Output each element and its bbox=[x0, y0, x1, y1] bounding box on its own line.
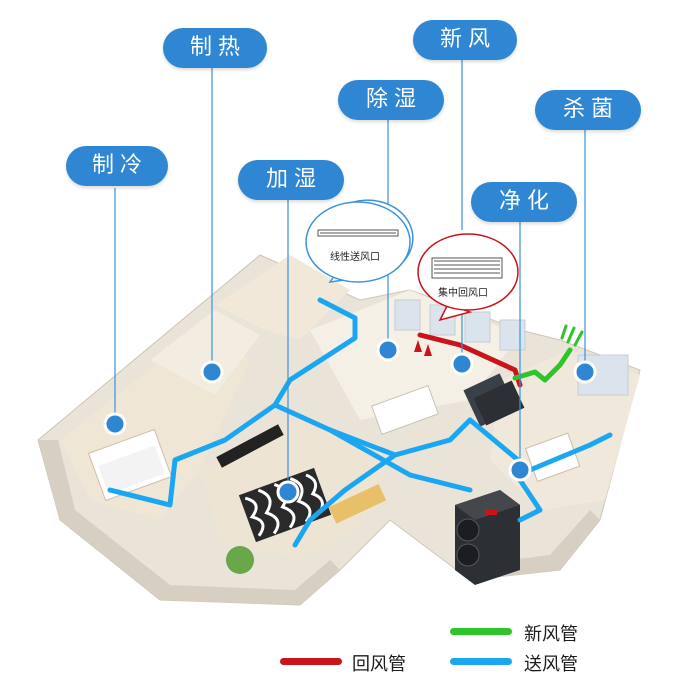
return-vent-label: 集中回风口 bbox=[438, 288, 488, 299]
furniture bbox=[87, 373, 581, 574]
legend-return-duct-label: 回风管 bbox=[352, 654, 406, 675]
zebra-rug-stripes bbox=[244, 473, 324, 537]
tv-cabinet bbox=[216, 424, 284, 468]
supply-ducts bbox=[107, 297, 613, 548]
callout-purify: 净化 bbox=[471, 182, 577, 222]
return-arrows bbox=[414, 340, 432, 356]
outer-wall bbox=[38, 440, 340, 605]
callout-sterilize: 杀菌 bbox=[535, 90, 641, 130]
callout-fresh-air: 新风 bbox=[413, 20, 517, 60]
sofa bbox=[328, 484, 387, 524]
callout-humidify: 加湿 bbox=[238, 160, 344, 200]
indoor-ducted-unit bbox=[473, 380, 525, 426]
supply-vent-bubble bbox=[305, 199, 414, 283]
callout-heating: 制热 bbox=[163, 28, 267, 68]
legend-supply-duct-label: 送风管 bbox=[524, 654, 578, 675]
fresh-air-duct bbox=[512, 347, 573, 383]
dining-table bbox=[371, 385, 439, 435]
plant bbox=[226, 546, 254, 574]
walk-in-closet bbox=[150, 310, 260, 395]
leader-lines bbox=[114, 58, 586, 488]
master-bed-blanket bbox=[98, 445, 166, 495]
legend-supply-duct-swatch bbox=[450, 658, 512, 665]
supply-vent-label: 线性送风口 bbox=[330, 252, 380, 263]
outdoor-ac-unit bbox=[455, 490, 520, 585]
fresh-air-intake-marks bbox=[560, 324, 584, 347]
callout-dots bbox=[103, 338, 597, 504]
legend-return-duct-swatch bbox=[280, 658, 342, 665]
legend-fresh-duct-label: 新风管 bbox=[524, 624, 578, 645]
return-vent-bubble bbox=[417, 233, 519, 322]
second-bedroom bbox=[215, 255, 350, 340]
legend-fresh-duct-swatch bbox=[450, 628, 512, 635]
callout-dehumidify: 除湿 bbox=[338, 80, 444, 120]
callout-cooling: 制冷 bbox=[66, 146, 168, 186]
